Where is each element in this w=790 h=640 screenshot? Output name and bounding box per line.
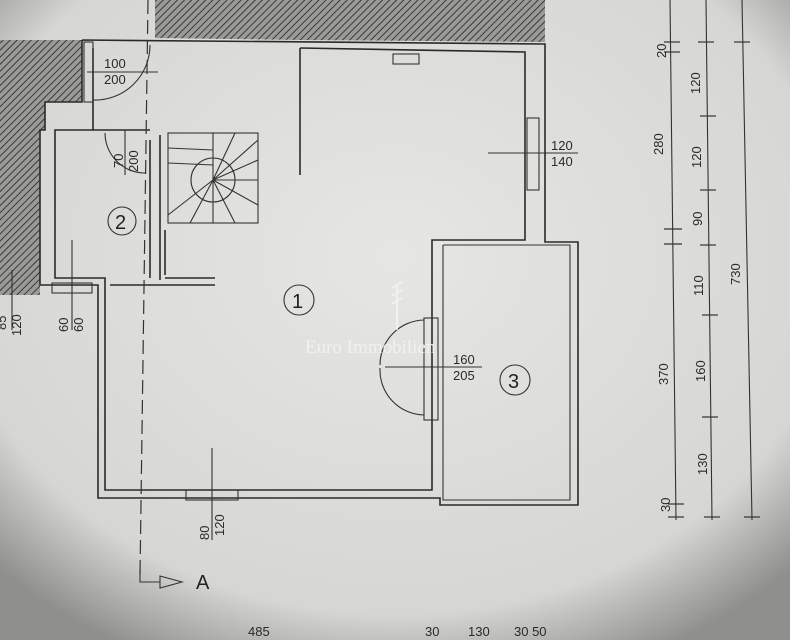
dim-right-middle-4: 160 [693, 360, 708, 382]
window-room2-width: 60 [56, 318, 71, 332]
dim-right-inner-0: 20 [654, 44, 669, 58]
walls [39, 39, 579, 506]
dim-bottom-1: 30 [425, 624, 439, 639]
entry-door-width: 100 [104, 56, 126, 71]
window-top-height: 140 [551, 154, 573, 169]
window-left-width: 85 [0, 316, 9, 330]
door-room3-height: 205 [453, 368, 475, 383]
room2-door-height: 200 [126, 150, 141, 172]
room-labels: 2 1 3 [107, 206, 531, 396]
neighbour-hatch-top [155, 0, 545, 42]
dim-right-inner-1: 280 [651, 133, 666, 155]
room-label-3: 3 [508, 371, 519, 393]
dim-right-middle-0: 120 [688, 72, 703, 94]
window-left-height: 120 [9, 314, 24, 336]
dim-right-middle-5: 130 [695, 453, 710, 475]
section-line [139, 0, 149, 576]
neighbour-hatch-strip [0, 275, 40, 295]
dim-right-inner-2: 370 [656, 363, 671, 385]
dim-right-middle-3: 110 [691, 275, 706, 296]
section-marker: A [196, 572, 210, 594]
window-bottom-width: 80 [197, 526, 212, 540]
dim-right-middle-2: 90 [690, 212, 705, 226]
dim-right-middle-1: 120 [689, 146, 704, 168]
door-room3-width: 160 [453, 352, 475, 367]
right-dimension-lines [664, 0, 760, 521]
watermark-logo [391, 281, 403, 330]
dim-right-inner-3: 30 [658, 498, 673, 512]
window-top-width: 120 [551, 138, 573, 153]
window-room2-height: 60 [71, 318, 86, 332]
dim-bottom-0: 485 [248, 624, 270, 639]
room2-door-width: 70 [111, 154, 126, 168]
neighbour-hatch-left [0, 40, 82, 295]
entry-door-height: 200 [104, 72, 126, 87]
dim-right-total: 730 [728, 263, 743, 285]
room-label-1: 1 [292, 291, 303, 313]
staircase [167, 132, 259, 224]
room-label-2: 2 [115, 212, 126, 234]
watermark-text: Euro Immobilien [305, 337, 436, 358]
dim-bottom-2: 130 [468, 624, 490, 639]
openings [11, 41, 578, 540]
dim-bottom-3: 30 50 [514, 624, 547, 639]
window-bottom-height: 120 [212, 514, 227, 536]
